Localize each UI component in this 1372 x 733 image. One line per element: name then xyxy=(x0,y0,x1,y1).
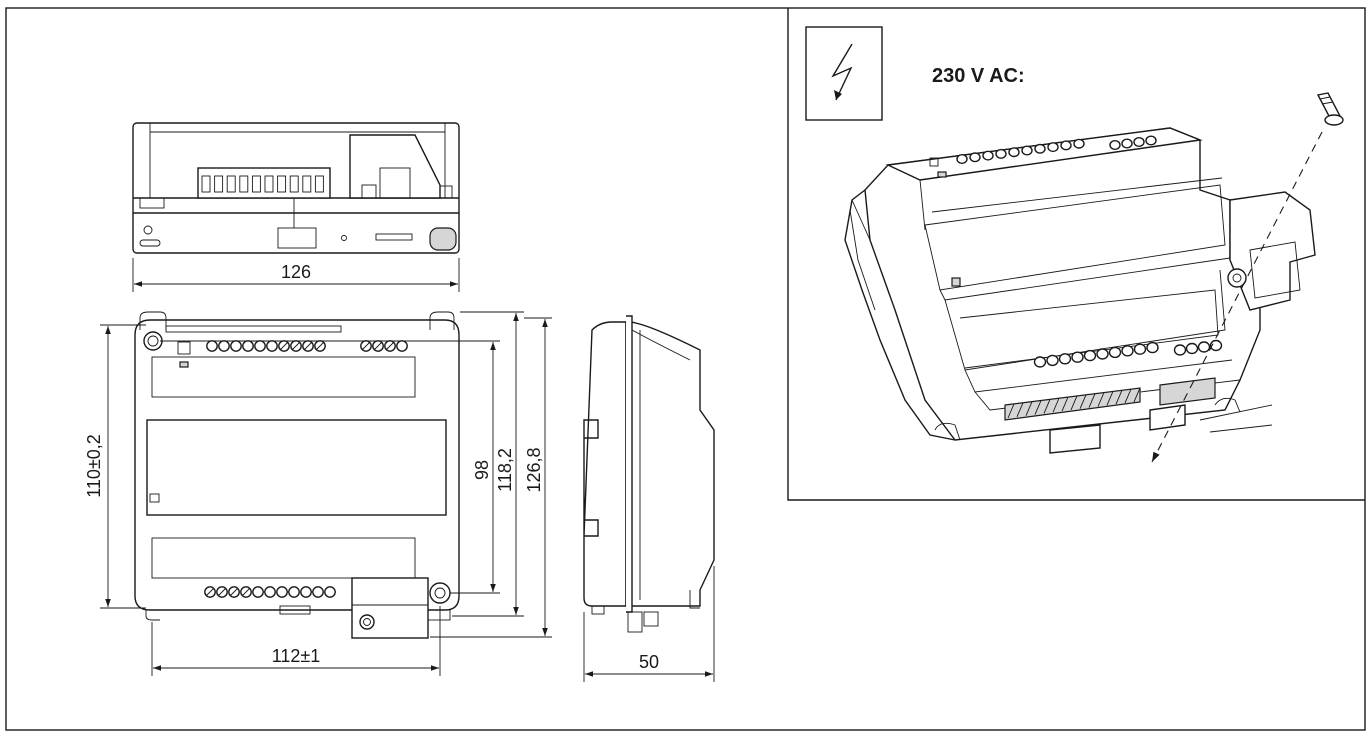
terminal-screw xyxy=(969,152,981,163)
terminal-slot xyxy=(214,175,224,193)
terminal-screw xyxy=(1060,140,1072,151)
mounting-panel: 230 V AC: xyxy=(805,26,1344,463)
dimension-height-inner: 98 xyxy=(160,340,500,594)
terminal-screw xyxy=(1133,136,1145,147)
dimension-width-top: 126 xyxy=(132,258,460,292)
terminal-screw xyxy=(396,340,408,352)
terminal-screw xyxy=(1108,346,1122,359)
terminal-screw xyxy=(1145,135,1157,146)
terminal-screw xyxy=(1021,145,1033,156)
terminal-screw xyxy=(252,586,264,598)
terminal-slot xyxy=(314,175,324,193)
terminal-screw xyxy=(1209,339,1223,352)
dimension-height-outer: 110±0,2 xyxy=(84,324,146,609)
terminal-screw xyxy=(1008,147,1020,158)
terminal-screw xyxy=(230,340,242,352)
terminal-slot xyxy=(277,175,287,193)
terminal-screw xyxy=(1071,351,1084,363)
terminal-screw xyxy=(266,340,278,352)
terminal-screw xyxy=(1173,344,1187,356)
terminal-screw xyxy=(1047,142,1059,153)
terminal-screw xyxy=(1133,343,1147,355)
terminal-screw xyxy=(1096,348,1109,360)
terminal-screw xyxy=(982,150,994,161)
side-view xyxy=(583,315,715,633)
warning-box xyxy=(805,26,883,121)
terminal-slot xyxy=(239,175,249,193)
terminal-screw xyxy=(312,586,324,598)
dim-height-inner-label: 98 xyxy=(472,460,492,480)
dimension-height-total: 126,8 xyxy=(430,317,552,638)
terminal-screw xyxy=(995,148,1007,159)
mounting-direction-line xyxy=(1151,131,1323,463)
terminal-slot xyxy=(264,175,274,193)
top-view xyxy=(132,122,460,254)
terminal-screw xyxy=(242,340,254,352)
lightning-icon xyxy=(831,43,853,101)
terminal-slot xyxy=(289,175,299,193)
terminal-screw xyxy=(254,340,266,352)
terminal-screw xyxy=(1146,341,1159,354)
front-view xyxy=(134,311,460,639)
terminal-slot xyxy=(302,175,312,193)
drawing-frame xyxy=(5,7,1366,731)
dim-height-total-label: 126,8 xyxy=(524,447,544,492)
terminal-screw xyxy=(1109,139,1121,150)
terminal-screw xyxy=(956,153,968,164)
terminal-screw xyxy=(1033,356,1047,368)
dimension-width-front: 112±1 xyxy=(151,606,441,676)
terminal-slot xyxy=(251,175,261,193)
terminal-screw xyxy=(1034,143,1046,154)
terminal-screw xyxy=(1058,353,1072,365)
screw-icon xyxy=(1316,92,1344,126)
terminal-screw xyxy=(324,586,336,598)
dim-height-outer-label: 110±0,2 xyxy=(84,434,104,498)
dim-width-top-label: 126 xyxy=(281,262,311,282)
terminal-screw xyxy=(206,340,218,352)
terminal-screw xyxy=(288,586,300,598)
terminal-screw xyxy=(1046,354,1059,367)
terminal-screw xyxy=(1073,138,1085,149)
dim-depth-label: 50 xyxy=(639,652,659,672)
voltage-label: 230 V AC: xyxy=(932,65,1025,87)
terminal-slot xyxy=(201,175,211,193)
terminal-screw xyxy=(300,586,312,598)
terminal-screw xyxy=(1121,138,1133,149)
terminal-screw xyxy=(1083,349,1097,362)
terminal-screw xyxy=(1185,342,1199,355)
dim-height-mid-label: 118,2 xyxy=(495,448,515,492)
terminal-screw xyxy=(264,586,276,598)
mounting-panel-frame xyxy=(787,8,1365,501)
terminal-screw xyxy=(1121,345,1134,357)
terminal-screw xyxy=(218,340,230,352)
terminal-screw xyxy=(276,586,288,598)
dimension-depth: 50 xyxy=(583,566,715,682)
dim-width-front-label: 112±1 xyxy=(272,646,321,666)
terminal-screw xyxy=(1197,341,1211,353)
device-isometric xyxy=(844,127,1316,454)
dimension-height-mid: 118,2 xyxy=(452,311,524,617)
terminal-slot xyxy=(226,175,236,193)
